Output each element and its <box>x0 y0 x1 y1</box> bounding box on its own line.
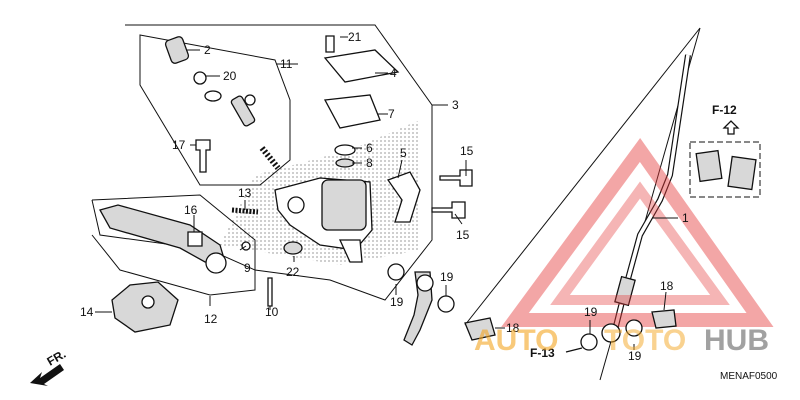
sealing-washer-1 <box>387 263 405 281</box>
diagram-code: MENAF0500 <box>720 371 778 382</box>
callout-5: 5 <box>400 146 407 160</box>
holder-bolt-lower <box>431 201 466 219</box>
callout-22: 22 <box>286 265 300 279</box>
callout-19-a: 19 <box>390 295 404 309</box>
sealing-washer-4 <box>625 319 643 337</box>
banjo-bolt-right <box>651 309 677 329</box>
watermark-logo <box>501 138 774 327</box>
callout-7: 7 <box>388 107 395 121</box>
f13-arrow-icon <box>565 347 583 353</box>
callout-21: 21 <box>348 30 362 44</box>
callout-3: 3 <box>452 98 459 112</box>
callout-4: 4 <box>390 66 397 80</box>
piston-kit <box>164 36 281 170</box>
callout-13: 13 <box>238 186 252 200</box>
dust-boot <box>283 241 303 255</box>
ref-f12: F-12 <box>712 103 737 117</box>
callout-6: 6 <box>366 141 373 155</box>
callout-10: 10 <box>265 305 279 319</box>
watermark-hub: HUB <box>704 324 769 357</box>
callout-9: 9 <box>244 261 251 275</box>
front-label: FR. <box>45 347 69 369</box>
ref-f13: F-13 <box>530 346 555 360</box>
lever-outline <box>91 194 256 296</box>
sealing-washer-3 <box>580 333 598 351</box>
callout-2: 2 <box>204 43 211 57</box>
assembly-outline <box>91 24 433 301</box>
callout-18-right: 18 <box>660 279 674 293</box>
brake-lever <box>99 204 226 263</box>
callout-19-d: 19 <box>628 349 642 363</box>
protector <box>335 158 355 168</box>
hose-fitting <box>614 275 636 307</box>
callout-16: 16 <box>184 203 198 217</box>
callout-17: 17 <box>172 138 186 152</box>
piston-kit-outline <box>139 34 291 186</box>
callout-12: 12 <box>204 312 218 326</box>
callout-20: 20 <box>223 69 237 83</box>
front-arrow-icon <box>30 364 64 386</box>
reservoir-cap <box>323 49 400 83</box>
callout-1: 1 <box>682 211 689 225</box>
holder-bolt-upper <box>439 169 473 187</box>
f12-arrow-icon <box>722 120 740 135</box>
clip-right <box>727 155 757 191</box>
callout-19-c: 19 <box>584 305 598 319</box>
holder-bracket <box>386 171 421 223</box>
callout-19-b: 19 <box>440 270 454 284</box>
hose-boundary-2 <box>464 27 701 326</box>
callout-15-upper: 15 <box>460 144 474 158</box>
watermark-auto: AUTO <box>474 324 558 357</box>
clip-left <box>695 149 723 183</box>
cap-screw <box>325 35 335 53</box>
adjuster-knob <box>205 252 227 274</box>
callout-15-lower: 15 <box>456 228 470 242</box>
watermark-toto: TOTO <box>604 324 686 357</box>
lever-bolt <box>187 231 203 247</box>
leader-lines <box>95 36 678 350</box>
spring <box>231 207 259 215</box>
pivot-bolt <box>195 139 211 173</box>
callout-18-left: 18 <box>506 321 520 335</box>
callout-11: 11 <box>280 57 293 71</box>
diaphragm-plate <box>323 94 381 129</box>
master-cylinder <box>274 177 373 263</box>
float <box>334 144 356 156</box>
sealing-washer-2 <box>437 295 455 313</box>
callout-14: 14 <box>80 305 94 319</box>
banjo-fitting <box>601 323 621 343</box>
banjo-bolt-left <box>464 317 496 341</box>
push-rod <box>267 277 273 307</box>
callout-8: 8 <box>366 156 373 170</box>
